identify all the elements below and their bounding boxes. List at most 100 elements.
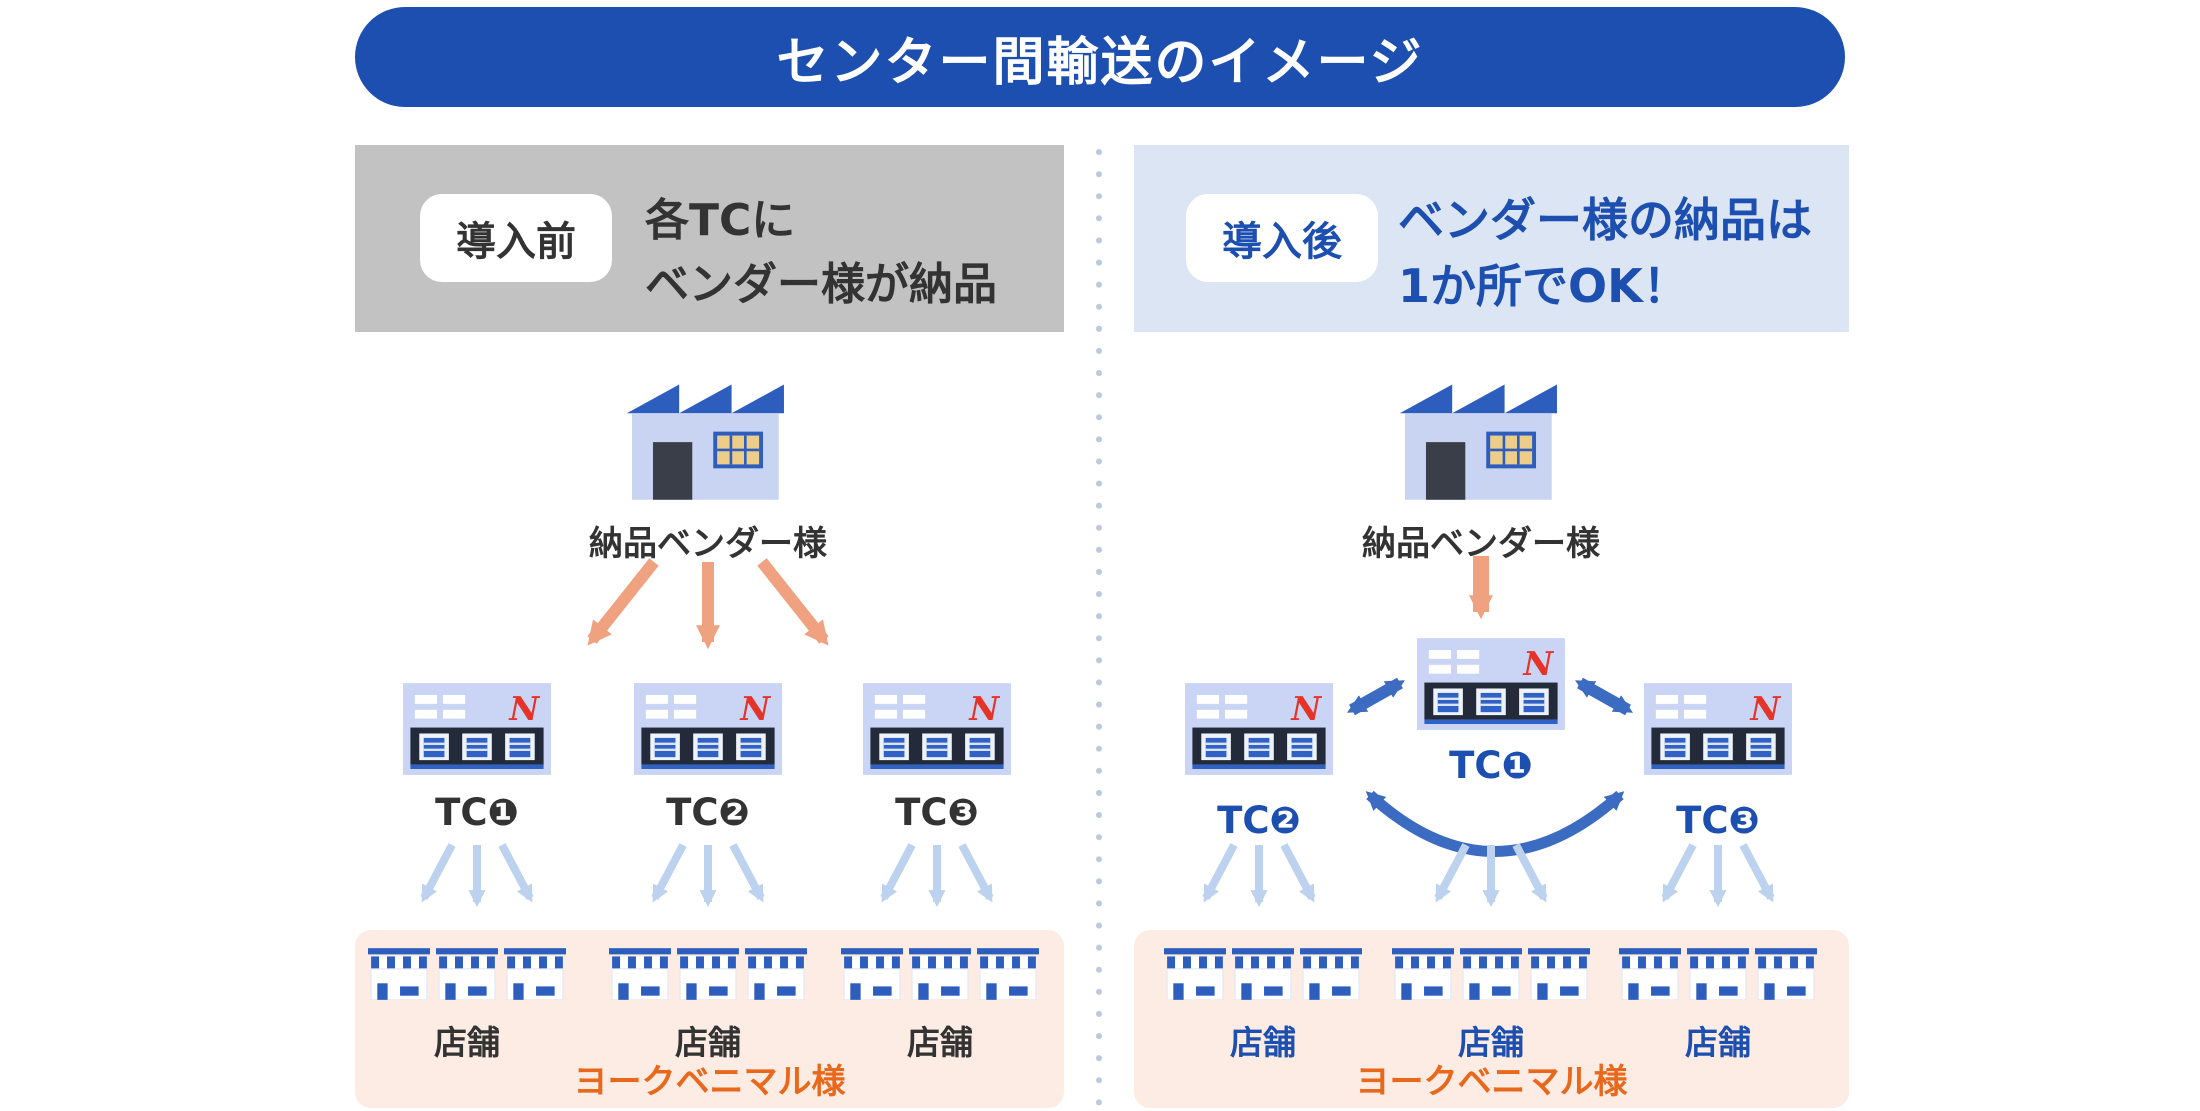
store-icon bbox=[1460, 948, 1522, 1000]
store-icon bbox=[504, 948, 566, 1000]
after-store-group-1 bbox=[1164, 948, 1362, 1000]
nx-logo: N bbox=[508, 689, 540, 728]
tc-building-icon: N bbox=[1644, 683, 1792, 775]
before-store-label-2: 店舗 bbox=[675, 1023, 741, 1062]
after-tc-left-building: N bbox=[1185, 683, 1333, 781]
before-tc-to-store-arrows bbox=[420, 843, 994, 908]
before-store-group-3 bbox=[841, 948, 1039, 1000]
awning-stripes bbox=[1758, 956, 1814, 969]
store-icon bbox=[1687, 948, 1749, 1000]
awning-stripes bbox=[1690, 956, 1746, 969]
awning-stripes bbox=[1622, 956, 1678, 969]
awning-stripes bbox=[680, 956, 736, 969]
trucks bbox=[1664, 737, 1772, 758]
trucks bbox=[1205, 737, 1313, 758]
trucks bbox=[883, 737, 991, 758]
store-icon bbox=[677, 948, 739, 1000]
factory-icon bbox=[1399, 384, 1557, 500]
awning-stripes bbox=[748, 956, 804, 969]
after-vendor-label: 納品ベンダー様 bbox=[1362, 524, 1600, 564]
after-tc-center-label: TC❶ bbox=[1449, 744, 1533, 787]
before-vendor-to-tc-arrows bbox=[587, 558, 829, 650]
store-icon bbox=[1232, 948, 1294, 1000]
tc-building-icon: N bbox=[863, 683, 1011, 775]
before-vendor-label: 納品ベンダー様 bbox=[589, 524, 827, 564]
store-icon bbox=[368, 948, 430, 1000]
awning-stripes bbox=[612, 956, 668, 969]
awning-stripes bbox=[912, 956, 968, 969]
factory-icon bbox=[626, 384, 784, 500]
awning-stripes bbox=[439, 956, 495, 969]
truck-stripes bbox=[883, 742, 991, 751]
awning-stripes bbox=[980, 956, 1036, 969]
before-company-label: ヨークベニマル様 bbox=[573, 1062, 846, 1102]
truck-stripes bbox=[1205, 742, 1313, 751]
after-store-label-2: 店舗 bbox=[1458, 1023, 1524, 1062]
truck-stripes bbox=[654, 742, 762, 751]
after-store-label-1: 店舗 bbox=[1230, 1023, 1296, 1062]
truck-stripes bbox=[1664, 742, 1772, 751]
after-badge: 導入後 bbox=[1186, 194, 1378, 282]
awning-stripes bbox=[844, 956, 900, 969]
after-heading: ベンダー様の納品は 1か所でOK！ bbox=[1398, 187, 1812, 319]
nx-logo: N bbox=[1522, 644, 1554, 683]
nx-logo: N bbox=[1290, 689, 1322, 728]
after-vendor-factory bbox=[1389, 374, 1573, 505]
before-tc3-label: TC❸ bbox=[895, 791, 979, 834]
trucks bbox=[654, 737, 762, 758]
awning-stripes bbox=[371, 956, 427, 969]
store-icon bbox=[745, 948, 807, 1000]
before-tc2-building: N bbox=[634, 683, 782, 781]
after-badge-label: 導入後 bbox=[1222, 219, 1342, 265]
trucks bbox=[423, 737, 531, 758]
after-tc-right-building: N bbox=[1644, 683, 1792, 781]
store-icon bbox=[1300, 948, 1362, 1000]
store-icon bbox=[841, 948, 903, 1000]
nx-logo: N bbox=[739, 689, 771, 728]
after-tc-left-label: TC❷ bbox=[1217, 799, 1301, 842]
after-tc-to-store-arrows bbox=[1202, 843, 1775, 908]
store-icon bbox=[1164, 948, 1226, 1000]
trucks bbox=[1437, 692, 1545, 713]
before-panel-header: 導入前 各TCに ベンダー様が納品 bbox=[355, 145, 1064, 332]
after-company-label: ヨークベニマル様 bbox=[1355, 1062, 1628, 1102]
before-store-group-1 bbox=[368, 948, 566, 1000]
awning-stripes bbox=[1235, 956, 1291, 969]
before-tc1-building: N bbox=[403, 683, 551, 781]
before-heading-line1: 各TCに bbox=[645, 195, 796, 246]
after-tc-center-building: N bbox=[1417, 638, 1565, 736]
nx-logo: N bbox=[1749, 689, 1781, 728]
before-store-label-1: 店舗 bbox=[434, 1023, 500, 1062]
awning-stripes bbox=[1395, 956, 1451, 969]
after-heading-line2: 1か所でOK！ bbox=[1398, 259, 1689, 313]
before-heading-line2: ベンダー様が納品 bbox=[645, 259, 997, 310]
store-icon bbox=[436, 948, 498, 1000]
store-icon bbox=[1755, 948, 1817, 1000]
after-heading-line1: ベンダー様の納品は bbox=[1398, 193, 1812, 247]
awning-stripes bbox=[1167, 956, 1223, 969]
store-icon bbox=[609, 948, 671, 1000]
nx-logo: N bbox=[968, 689, 1000, 728]
before-store-label-3: 店舗 bbox=[907, 1023, 973, 1062]
tc-building-icon: N bbox=[634, 683, 782, 775]
tc-building-icon: N bbox=[403, 683, 551, 775]
before-store-group-2 bbox=[609, 948, 807, 1000]
after-store-group-2 bbox=[1392, 948, 1590, 1000]
before-heading: 各TCに ベンダー様が納品 bbox=[645, 189, 997, 317]
before-tc1-label: TC❶ bbox=[435, 791, 519, 834]
before-badge: 導入前 bbox=[420, 194, 612, 282]
awning-stripes bbox=[507, 956, 563, 969]
truck-stripes bbox=[423, 742, 531, 751]
before-tc3-building: N bbox=[863, 683, 1011, 781]
after-panel-header: 導入後 ベンダー様の納品は 1か所でOK！ bbox=[1134, 145, 1849, 332]
before-badge-label: 導入前 bbox=[456, 219, 576, 265]
after-store-group-3 bbox=[1619, 948, 1817, 1000]
store-icon bbox=[1619, 948, 1681, 1000]
tc-building-icon: N bbox=[1185, 683, 1333, 775]
store-icon bbox=[1392, 948, 1454, 1000]
awning-stripes bbox=[1531, 956, 1587, 969]
page-title: センター間輸送のイメージ bbox=[776, 32, 1424, 93]
store-icon bbox=[909, 948, 971, 1000]
